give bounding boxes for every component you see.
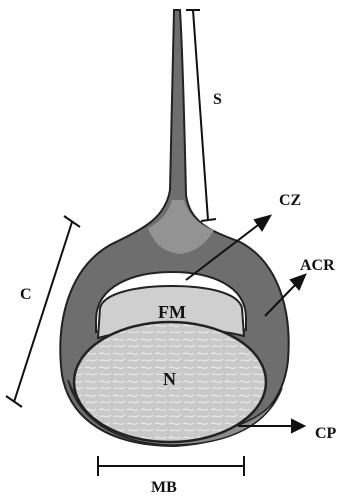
label-s: S	[213, 91, 222, 108]
label-cz: CZ	[279, 192, 301, 209]
label-mb: MB	[151, 479, 177, 496]
label-c: C	[20, 286, 32, 303]
s-bracket	[186, 10, 216, 221]
label-acr: ACR	[300, 257, 335, 274]
mb-bracket	[98, 456, 244, 476]
label-n: N	[163, 369, 176, 389]
label-fm: FM	[158, 302, 186, 322]
label-cp: CP	[315, 425, 337, 442]
